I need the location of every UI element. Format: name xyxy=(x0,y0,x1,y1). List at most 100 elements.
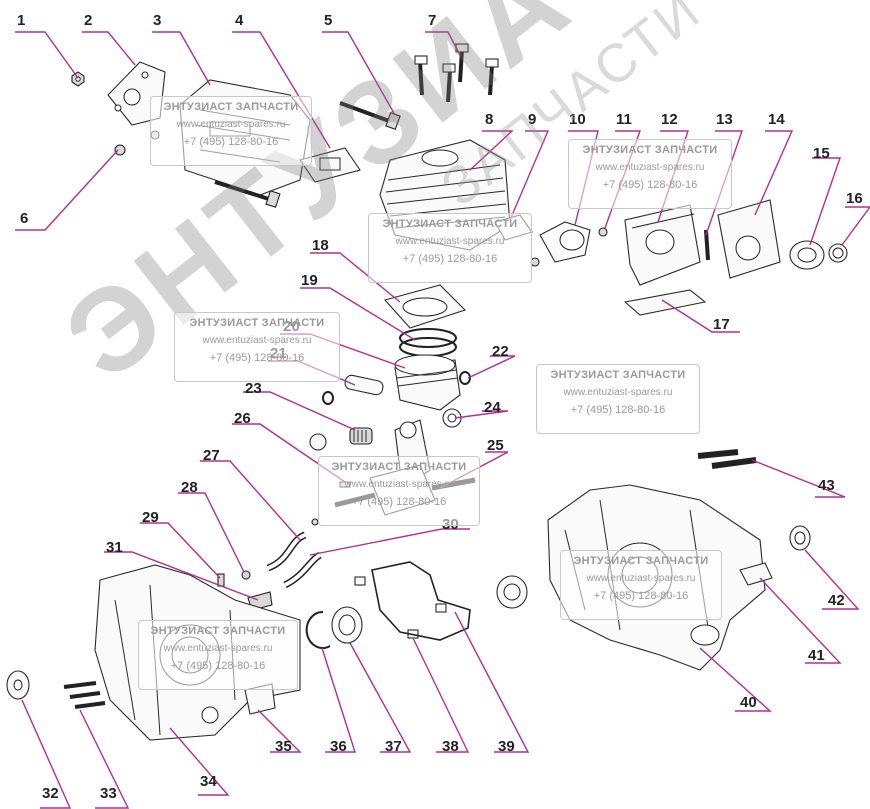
part-long-bolt xyxy=(214,180,281,208)
callout-39: 39 xyxy=(498,738,515,755)
part-27-hose xyxy=(266,518,322,589)
callout-6: 6 xyxy=(20,210,28,227)
watermark-site: www.entuziast-spares.ru xyxy=(176,119,286,130)
callout-25: 25 xyxy=(487,437,504,454)
part-22-circlip xyxy=(459,371,471,385)
callout-25-26: 26 xyxy=(234,410,251,427)
callout-16: 16 xyxy=(846,190,863,207)
callout-34: 34 xyxy=(200,773,217,790)
watermark-phone: +7 (495) 128-80-16 xyxy=(351,496,447,508)
part-29-bolt xyxy=(217,573,225,587)
callout-33: 33 xyxy=(100,785,117,802)
part-41-bracket xyxy=(739,562,773,586)
part-18-base-gasket xyxy=(383,284,467,329)
watermark-title: ЭНТУЗИАСТ ЗАПЧАСТИ xyxy=(150,625,286,637)
part-7-screws xyxy=(414,43,499,103)
callout-7: 7 xyxy=(428,12,436,29)
part-38-pin xyxy=(354,576,447,639)
callout-2: 2 xyxy=(84,12,92,29)
watermark-box-3: ЭНТУЗИАСТ ЗАПЧАСТИ www.entuziast-spares.… xyxy=(368,213,532,283)
watermark-box-6: ЭНТУЗИАСТ ЗАПЧАСТИ www.entuziast-spares.… xyxy=(318,456,480,526)
watermark-phone: +7 (495) 128-80-16 xyxy=(570,404,666,416)
callout-1: 1 xyxy=(17,12,25,29)
watermark-site: www.entuziast-spares.ru xyxy=(163,643,273,654)
watermark-box-7: ЭНТУЗИАСТ ЗАПЧАСТИ www.entuziast-spares.… xyxy=(138,620,298,690)
part-28-nut xyxy=(241,570,251,580)
watermark-title: ЭНТУЗИАСТ ЗАПЧАСТИ xyxy=(189,317,325,329)
watermark-site: www.entuziast-spares.ru xyxy=(202,335,312,346)
watermark-title: ЭНТУЗИАСТ ЗАПЧАСТИ xyxy=(331,461,467,473)
callout-8: 8 xyxy=(485,111,493,128)
watermark-title: ЭНТУЗИАСТ ЗАПЧАСТИ xyxy=(582,144,718,156)
callout-43: 43 xyxy=(818,477,835,494)
part-1-nut xyxy=(71,71,85,87)
part-42-seal xyxy=(789,525,811,551)
callout-4: 4 xyxy=(235,12,244,29)
part-32-washer xyxy=(6,670,30,700)
watermark-title: ЭНТУЗИАСТ ЗАПЧАСТИ xyxy=(550,369,686,381)
watermark-site: www.entuziast-spares.ru xyxy=(563,387,673,398)
callout-28: 28 xyxy=(181,479,198,496)
callout-numbers: 1 2 3 4 5 6 7 8 9 10 11 12 13 14 15 16 1… xyxy=(17,12,863,802)
callout-42: 42 xyxy=(828,592,845,609)
part-bearing-right xyxy=(496,575,528,609)
watermark-box-1: ЭНТУЗИАСТ ЗАПЧАСТИ www.entuziast-spares.… xyxy=(150,96,312,166)
callout-40: 40 xyxy=(740,694,757,711)
watermark-phone: +7 (495) 128-80-16 xyxy=(170,660,266,672)
part-10-intake xyxy=(539,221,591,263)
part-20-piston xyxy=(394,354,461,411)
callout-24: 24 xyxy=(484,399,501,416)
watermark-phone: +7 (495) 128-80-16 xyxy=(402,253,498,265)
callout-12: 12 xyxy=(661,111,678,128)
part-23-bearing xyxy=(349,427,373,445)
watermark-box-8: ЭНТУЗИАСТ ЗАПЧАСТИ www.entuziast-spares.… xyxy=(560,550,722,620)
watermark-site: www.entuziast-spares.ru xyxy=(586,573,696,584)
watermark-box-4: ЭНТУЗИАСТ ЗАПЧАСТИ www.entuziast-spares.… xyxy=(174,312,340,382)
part-11-screw xyxy=(598,227,608,237)
part-39-case-gasket xyxy=(371,561,471,641)
callout-19: 19 xyxy=(301,272,318,289)
part-33-screws xyxy=(63,681,106,709)
part-14-plate xyxy=(717,199,781,279)
watermark-phone: +7 (495) 128-80-16 xyxy=(183,136,279,148)
callout-9: 9 xyxy=(528,111,536,128)
watermark-title: ЭНТУЗИАСТ ЗАПЧАСТИ xyxy=(573,555,709,567)
callout-13: 13 xyxy=(716,111,733,128)
watermark-box-5: ЭНТУЗИАСТ ЗАПЧАСТИ www.entuziast-spares.… xyxy=(536,364,700,434)
callout-36: 36 xyxy=(330,738,347,755)
callout-10: 10 xyxy=(569,111,586,128)
callout-35: 35 xyxy=(275,738,292,755)
part-5-bolt xyxy=(339,101,401,130)
callout-18: 18 xyxy=(312,237,329,254)
callout-31: 31 xyxy=(106,539,123,556)
part-12-spacer xyxy=(624,204,701,286)
watermark-site: www.entuziast-spares.ru xyxy=(395,236,505,247)
watermark-box-2: ЭНТУЗИАСТ ЗАПЧАСТИ www.entuziast-spares.… xyxy=(568,139,732,209)
part-circlip-left xyxy=(322,391,334,405)
part-43-studs xyxy=(697,449,757,469)
part-4-gasket xyxy=(299,147,361,183)
watermark-site: www.entuziast-spares.ru xyxy=(344,479,454,490)
part-15-ring xyxy=(789,240,825,270)
part-24-seal xyxy=(309,408,462,451)
watermark-title: ЭНТУЗИАСТ ЗАПЧАСТИ xyxy=(163,101,299,113)
part-16-seal xyxy=(828,243,848,263)
callout-23: 23 xyxy=(245,380,262,397)
callout-3: 3 xyxy=(153,12,161,29)
watermark-phone: +7 (495) 128-80-16 xyxy=(593,590,689,602)
callout-27: 27 xyxy=(203,447,220,464)
callout-17: 17 xyxy=(713,316,730,333)
part-36-circlip xyxy=(305,610,331,649)
callout-5: 5 xyxy=(324,12,332,29)
watermark-phone: +7 (495) 128-80-16 xyxy=(602,179,698,191)
watermark-site: www.entuziast-spares.ru xyxy=(595,162,705,173)
callout-29: 29 xyxy=(142,509,159,526)
callout-11: 11 xyxy=(616,111,632,128)
callout-15: 15 xyxy=(813,145,830,162)
callout-38: 38 xyxy=(442,738,459,755)
callout-37: 37 xyxy=(385,738,402,755)
watermark-title: ЭНТУЗИАСТ ЗАПЧАСТИ xyxy=(382,218,518,230)
part-21-pin xyxy=(344,374,384,396)
